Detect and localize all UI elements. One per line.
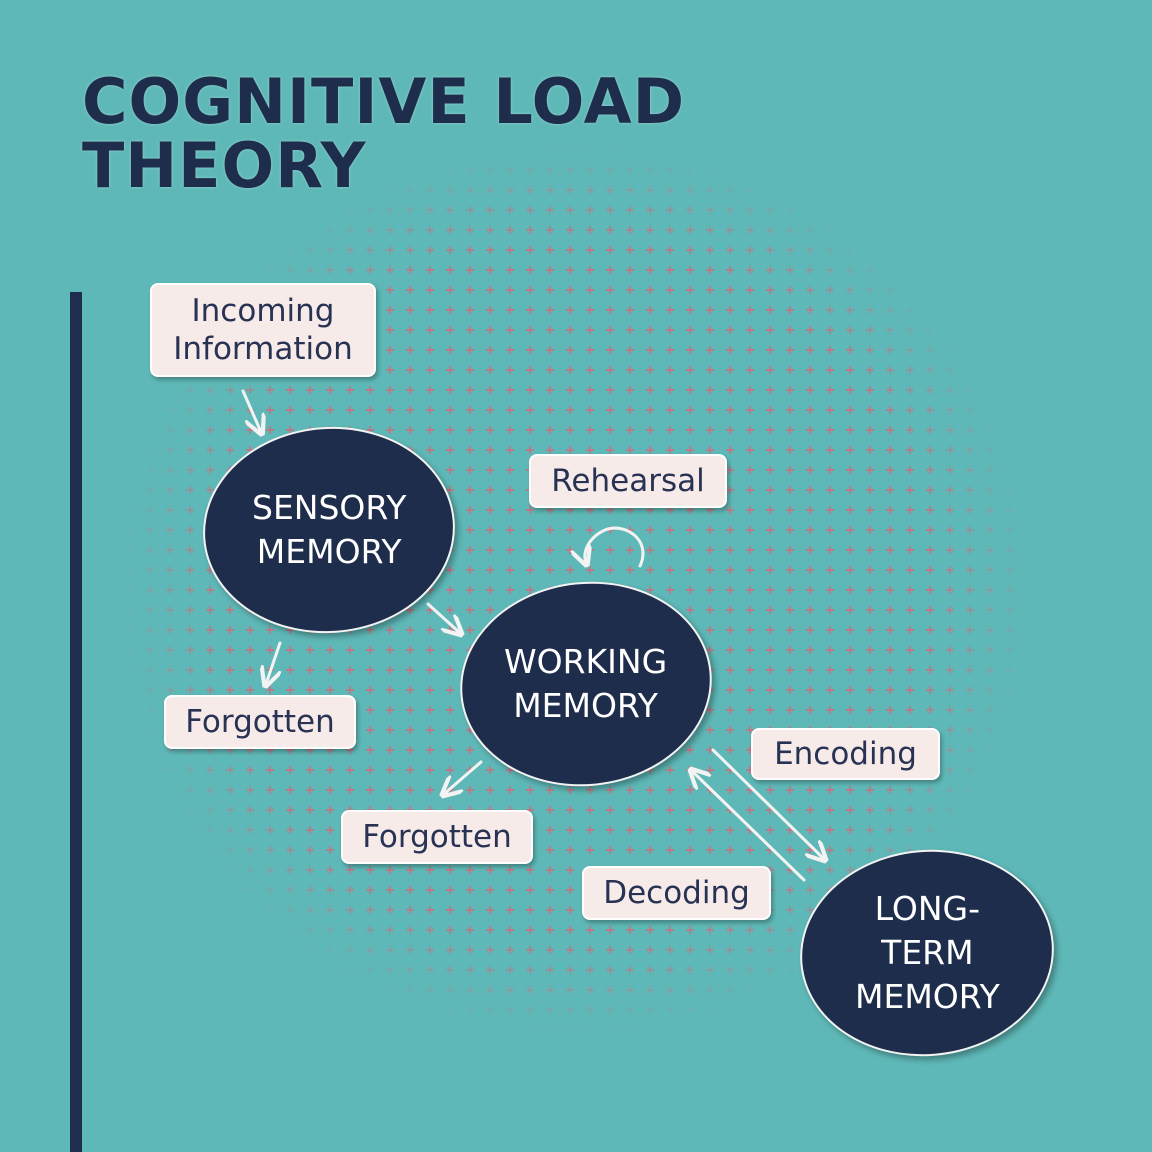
arrow-incoming-to-sensory bbox=[241, 389, 261, 432]
long-term-memory-text: LONG- TERM MEMORY bbox=[854, 889, 1000, 1016]
encoding-label: Encoding bbox=[751, 728, 940, 780]
incoming-information-label: Incoming Information bbox=[150, 283, 376, 377]
forgotten-working-label: Forgotten bbox=[341, 810, 533, 864]
arrow-working-to-forgotten bbox=[444, 760, 483, 794]
sensory-memory-text: SENSORY MEMORY bbox=[251, 488, 407, 572]
working-memory-text: WORKING MEMORY bbox=[504, 642, 668, 726]
arrow-sensory-to-working bbox=[426, 602, 460, 633]
arrow-decoding bbox=[692, 771, 806, 882]
accent-bar bbox=[70, 292, 82, 1152]
rehearsal-loop-arrow bbox=[585, 526, 645, 566]
arrow-encoding bbox=[711, 748, 824, 859]
page-title: COGNITIVE LOAD THEORY bbox=[82, 70, 685, 198]
decoding-label: Decoding bbox=[582, 866, 771, 920]
rehearsal-label: Rehearsal bbox=[529, 454, 727, 508]
title-line-2: THEORY bbox=[82, 129, 367, 202]
arrow-sensory-to-forgotten bbox=[266, 641, 282, 684]
forgotten-sensory-label: Forgotten bbox=[164, 695, 356, 749]
title-line-1: COGNITIVE LOAD bbox=[82, 65, 686, 138]
